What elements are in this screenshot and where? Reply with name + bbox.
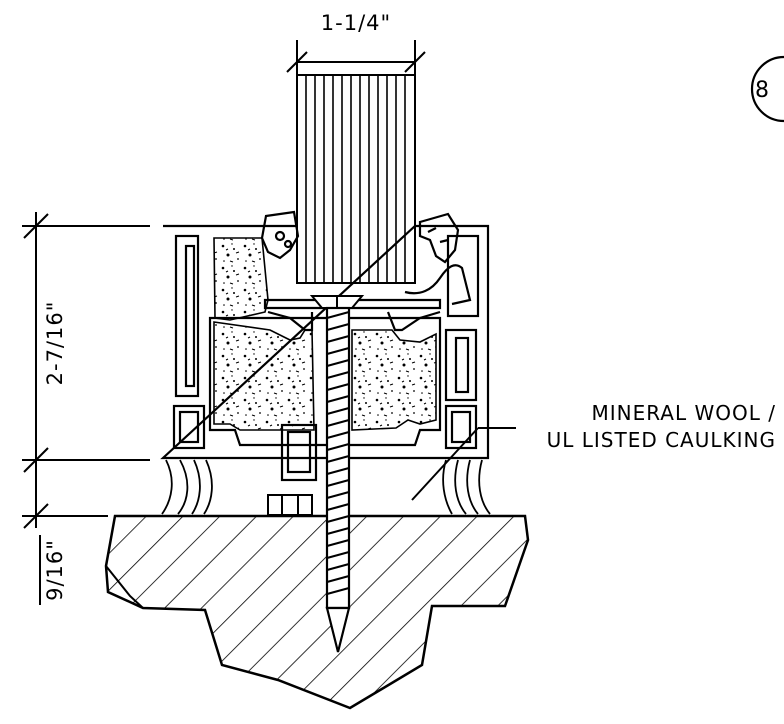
glazing-infill	[296, 74, 416, 284]
detail-number: 8	[755, 78, 769, 103]
shim-nut	[267, 494, 313, 516]
screw-washer	[309, 295, 365, 309]
height-dimension	[22, 212, 150, 528]
width-dimension-label: 1-1/4"	[321, 11, 391, 35]
gap-dimension	[22, 503, 108, 529]
height-dimension-label: 2-7/16"	[43, 301, 67, 386]
caulking-right	[442, 459, 491, 515]
mineral-wool-fill	[213, 237, 269, 321]
gap-dimension-label: 9/16"	[43, 539, 67, 601]
concrete-break-line	[105, 565, 144, 609]
annotation-leader	[411, 427, 516, 501]
detail-number-bubble	[750, 55, 784, 123]
annotation-line-1: MINERAL WOOL /	[591, 401, 776, 425]
mineral-wool-fill-right	[351, 329, 437, 431]
frame-profile	[160, 210, 490, 482]
concrete-substrate	[104, 514, 530, 710]
anchor-screw	[325, 306, 351, 653]
caulking-left	[161, 459, 213, 515]
annotation-line-2: UL LISTED CAULKING	[547, 428, 776, 452]
mineral-wool-fill-lower	[213, 321, 315, 431]
width-dimension	[286, 40, 426, 78]
